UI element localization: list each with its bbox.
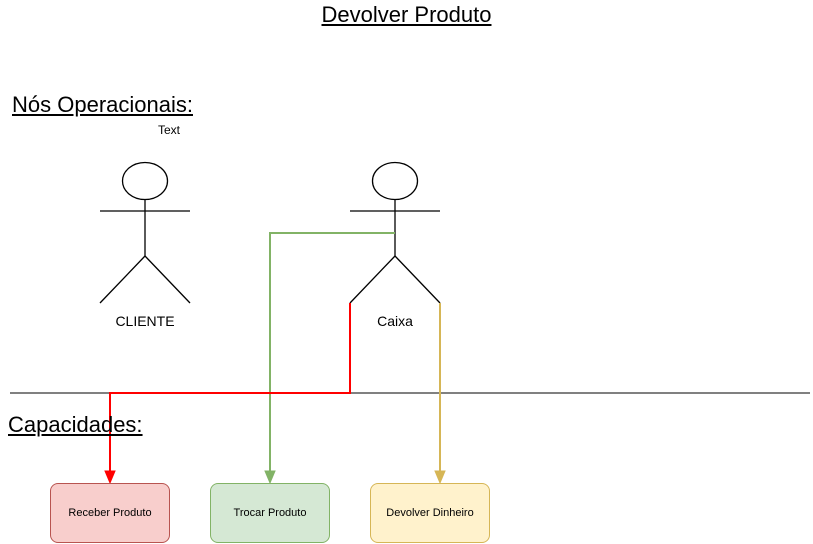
actor-caixa-left-leg [349,255,396,304]
capability-trocar-produto-label: Trocar Produto [233,507,307,519]
connector-caixa-to-receber-produto[interactable] [109,303,351,473]
section-title-capabilities: Capacidades: [8,412,143,437]
actor-caixa[interactable] [349,161,441,304]
actor-cliente-left-leg [99,255,146,304]
arrowhead-receber-produto [104,470,116,485]
capability-receber-produto[interactable]: Receber Produto [50,483,170,543]
placeholder-text[interactable]: Text [158,123,181,137]
capability-trocar-produto[interactable]: Trocar Produto [210,483,330,543]
actor-cliente[interactable] [99,161,191,304]
capability-receber-produto-label: Receber Produto [68,507,152,519]
actor-caixa-label: Caixa [377,313,413,329]
actor-caixa-head [371,161,419,201]
actor-cliente-label: CLIENTE [115,313,175,329]
actor-cliente-head [121,161,169,201]
connector-caixa-to-trocar-produto[interactable] [269,232,395,473]
arrowhead-trocar-produto [264,470,276,485]
actor-cliente-right-leg [144,255,191,304]
capability-devolver-dinheiro[interactable]: Devolver Dinheiro [370,483,490,543]
arrowhead-devolver-dinheiro [434,470,446,485]
diagram-title: Devolver Produto [321,2,492,27]
capability-devolver-dinheiro-label: Devolver Dinheiro [386,507,474,519]
actor-caixa-right-leg [394,255,441,304]
section-title-operational-nodes: Nós Operacionais: [12,92,193,117]
